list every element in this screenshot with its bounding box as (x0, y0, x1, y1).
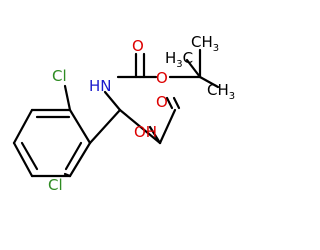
methyl-left-text: H (165, 49, 176, 67)
cl-bottom-label: Cl (48, 176, 63, 194)
acid-double-bond (172, 96, 181, 110)
ring-bond (12, 141, 34, 178)
ring-bond (68, 141, 92, 178)
cl-top-label: Cl (52, 67, 67, 85)
ch-to-nh-bond (103, 90, 122, 112)
ring-bond (12, 108, 34, 145)
oh-label: OH (134, 123, 157, 141)
methyl-left-subscript: 3 (176, 59, 182, 70)
nh-label: HN (89, 77, 112, 95)
molecule-structure-diagram: HN O O O OH CH3 H3C CH3 Cl Cl (12, 33, 236, 194)
atom-labels: HN O O O OH CH3 H3C CH3 Cl Cl (48, 33, 235, 194)
ring-double-bond (20, 141, 39, 171)
methyl-top-label: CH3 (191, 33, 219, 54)
tbutyl-to-methyl-bond (185, 58, 202, 79)
ring-to-ch-bond (88, 108, 122, 145)
methyl-right-label: CH3 (207, 81, 235, 102)
ring-bond (68, 108, 92, 145)
ch2-to-acid-bond (158, 108, 177, 145)
ring-to-cl-bond (63, 172, 72, 178)
ring-to-cl-bond (63, 84, 72, 112)
ester-o-label: O (156, 69, 168, 87)
acid-double-bond (165, 96, 174, 110)
ch-to-ch2-bond (118, 108, 162, 145)
acid-o-label: O (156, 93, 168, 111)
ring-double-bond (64, 141, 83, 171)
methyl-right-text: CH (207, 81, 229, 99)
methyl-top-subscript: 3 (213, 43, 219, 54)
methyl-top-text: CH (191, 33, 213, 51)
methyl-left-label: H3C (165, 49, 193, 70)
tbutyl-to-methyl-bond (198, 75, 220, 89)
methyl-right-subscript: 3 (229, 91, 235, 102)
methyl-left-tail: C (183, 49, 193, 67)
bonds (12, 48, 220, 178)
acid-to-oh-bond (148, 125, 162, 145)
carbonyl-o-label: O (132, 37, 144, 55)
